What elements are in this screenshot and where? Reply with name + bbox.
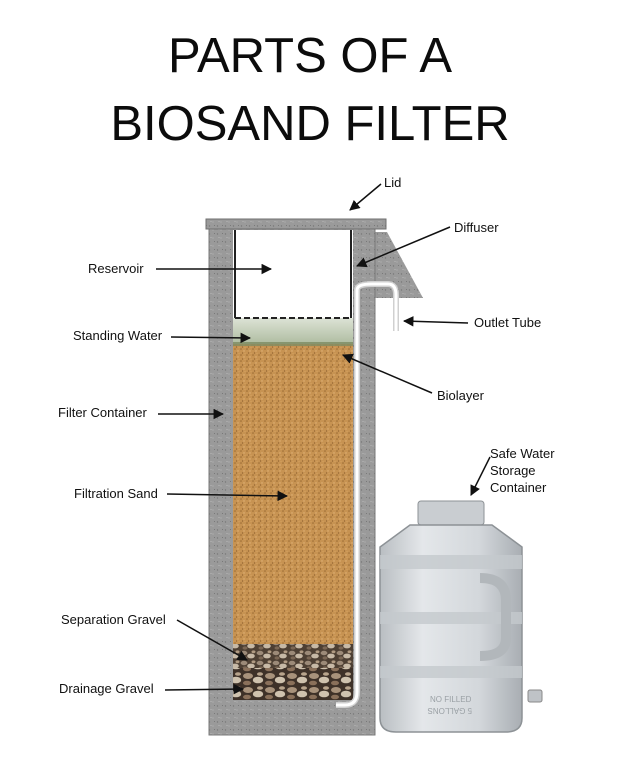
label-biolayer: Biolayer — [437, 388, 484, 404]
label-diffuser: Diffuser — [454, 220, 499, 236]
label-lid: Lid — [384, 175, 401, 191]
lid — [206, 219, 386, 229]
label-standing-water: Standing Water — [73, 328, 162, 344]
arrow-drainage-gravel — [165, 689, 243, 690]
label-separation-gravel: Separation Gravel — [61, 612, 166, 628]
bottle-embossing-1: NO FILLED — [430, 695, 472, 704]
label-safe-water-line-2: Storage — [490, 463, 536, 479]
arrow-lid — [350, 184, 381, 210]
label-drainage-gravel: Drainage Gravel — [59, 681, 154, 697]
arrow-standing-water — [171, 337, 250, 338]
reservoir — [233, 230, 353, 318]
safe-water-storage-container: NO FILLED 5 GALLONS — [380, 501, 542, 732]
label-safe-water-line-3: Container — [490, 480, 546, 496]
bottle-spigot — [528, 690, 542, 702]
bottle-cap — [418, 501, 484, 525]
drainage-gravel — [233, 668, 353, 700]
separation-gravel — [233, 644, 353, 668]
biolayer — [233, 342, 353, 346]
label-filter-container: Filter Container — [58, 405, 147, 421]
bottle-embossing-2: 5 GALLONS — [428, 706, 472, 715]
label-filtration-sand: Filtration Sand — [74, 486, 158, 502]
label-outlet-tube: Outlet Tube — [474, 315, 541, 331]
arrow-safe-water-container — [471, 457, 490, 495]
filter-interior — [233, 230, 353, 700]
label-reservoir: Reservoir — [88, 261, 144, 277]
arrow-outlet-tube — [404, 321, 468, 323]
filtration-sand — [233, 344, 353, 644]
standing-water — [233, 318, 353, 344]
label-safe-water-line-1: Safe Water — [490, 446, 555, 462]
